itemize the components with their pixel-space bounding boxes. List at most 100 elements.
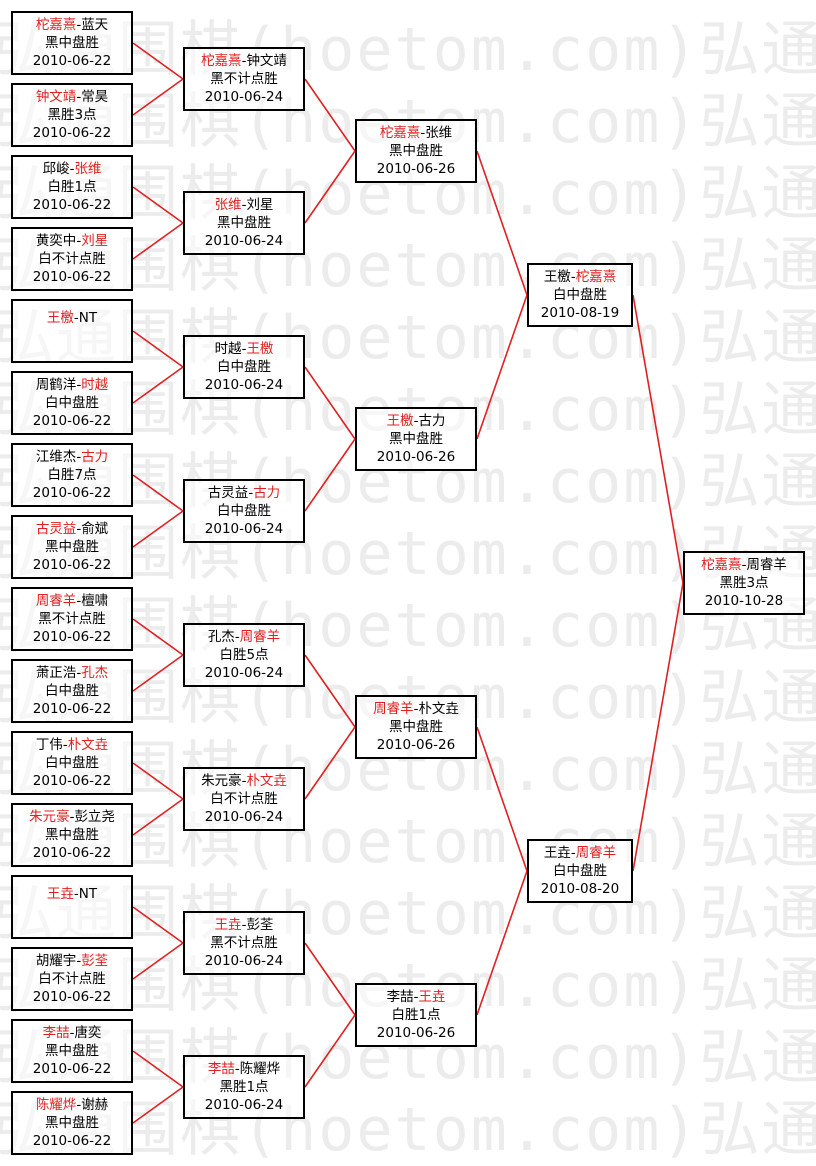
- match-result: 黑胜3点: [719, 575, 769, 591]
- player-2-name: NT: [78, 310, 98, 326]
- match-result: 白中盘胜: [217, 359, 271, 375]
- match-date: 2010-06-22: [32, 701, 112, 717]
- match-date: 2010-06-24: [204, 665, 284, 681]
- player-1-name: 李喆: [207, 1061, 235, 1077]
- match-result: 白中盘胜: [45, 395, 99, 411]
- match-players: 孔杰-周睿羊: [208, 628, 280, 646]
- connector-line: [132, 618, 184, 656]
- match-players: 朱元豪-朴文垚: [201, 772, 287, 790]
- match-players: 黄奕中-刘星: [36, 232, 108, 250]
- player-2-name: 常昊: [81, 89, 109, 105]
- match-result: 黑不计点胜: [38, 611, 106, 627]
- match-result: 白胜1点: [391, 1007, 441, 1023]
- match-date: 2010-06-22: [32, 53, 112, 69]
- match-box: 胡耀宇-彭荃白不计点胜 2010-06-22: [11, 947, 133, 1011]
- player-2-name: 王垚: [418, 989, 446, 1005]
- connector-line: [132, 906, 184, 944]
- match-players: 柁嘉熹-张维: [380, 124, 452, 142]
- player-1-name: 王檄: [386, 413, 414, 429]
- player-2-name: 蓝天: [81, 17, 109, 33]
- player-1-name: 王檄: [46, 310, 74, 326]
- match-players: 李喆-唐奕: [43, 1024, 102, 1042]
- match-date: 2010-10-28: [704, 593, 784, 609]
- match-players: 胡耀宇-彭荃: [36, 952, 108, 970]
- player-1-name: 胡耀宇: [35, 953, 77, 969]
- match-result: 白中盘胜: [45, 683, 99, 699]
- match-players: 王檄-柁嘉熹: [544, 268, 616, 286]
- match-players: 萧正浩-孔杰: [36, 664, 108, 682]
- match-date: 2010-06-24: [204, 89, 284, 105]
- versus-dash: -: [73, 886, 79, 902]
- match-players: 朱元豪-彭立尧: [29, 808, 115, 826]
- versus-dash: -: [76, 377, 82, 393]
- versus-dash: -: [62, 737, 68, 753]
- player-2-name: 孔杰: [81, 665, 109, 681]
- match-date: 2010-06-24: [204, 233, 284, 249]
- connector-line: [132, 510, 184, 548]
- player-1-name: 丁伟: [35, 737, 63, 753]
- match-result: 黑中盘胜: [45, 539, 99, 555]
- match-box: 萧正浩-孔杰白中盘胜 2010-06-22: [11, 659, 133, 723]
- versus-dash: -: [76, 1097, 82, 1113]
- match-players: 钟文靖-常昊: [36, 88, 108, 106]
- match-date: 2010-06-24: [204, 1097, 284, 1113]
- match-result: 黑中盘胜: [389, 719, 443, 735]
- match-result: 白不计点胜: [38, 971, 106, 987]
- player-2-name: 谢赫: [81, 1097, 109, 1113]
- player-1-name: 时越: [214, 341, 242, 357]
- player-2-name: 唐奕: [74, 1025, 102, 1041]
- connector-line: [132, 330, 184, 368]
- player-1-name: 周睿羊: [35, 593, 77, 609]
- versus-dash: -: [234, 629, 240, 645]
- connector-line: [304, 150, 356, 224]
- versus-dash: -: [76, 593, 82, 609]
- versus-dash: -: [234, 1061, 240, 1077]
- match-players: 王檄-NT: [47, 309, 97, 327]
- versus-dash: -: [413, 989, 419, 1005]
- player-2-name: 彭立尧: [74, 809, 115, 825]
- match-date: 2010-06-26: [376, 161, 456, 177]
- versus-dash: -: [241, 917, 247, 933]
- match-players: 王垚-NT: [47, 885, 97, 903]
- player-2-name: 周睿羊: [746, 557, 787, 573]
- match-box: 王檄-NT: [11, 299, 133, 363]
- match-result: 白中盘胜: [553, 863, 607, 879]
- player-1-name: 孔杰: [207, 629, 235, 645]
- player-2-name: 陈耀烨: [239, 1061, 281, 1077]
- match-players: 柁嘉熹-蓝天: [36, 16, 108, 34]
- match-result: 白不计点胜: [210, 791, 278, 807]
- match-players: 柁嘉熹-钟文靖: [201, 52, 287, 70]
- player-2-name: 古力: [253, 485, 281, 501]
- player-2-name: 朴文垚: [246, 773, 287, 789]
- match-result: 黑中盘胜: [45, 827, 99, 843]
- match-players: 李喆-王垚: [387, 988, 446, 1006]
- versus-dash: -: [241, 341, 247, 357]
- versus-dash: -: [570, 845, 576, 861]
- match-date: 2010-06-22: [32, 269, 112, 285]
- player-1-name: 周鹤洋: [35, 377, 77, 393]
- match-date: 2010-06-26: [376, 737, 456, 753]
- match-date: 2010-06-24: [204, 521, 284, 537]
- match-date: 2010-06-22: [32, 125, 112, 141]
- match-date: 2010-08-19: [540, 305, 620, 321]
- player-1-name: 邱峻: [42, 161, 70, 177]
- connector-line: [132, 1086, 184, 1124]
- match-players: 王垚-彭荃: [215, 916, 274, 934]
- player-1-name: 古灵益: [35, 521, 77, 537]
- versus-dash: -: [73, 310, 79, 326]
- player-1-name: 王垚: [543, 845, 571, 861]
- match-players: 古灵益-俞斌: [36, 520, 108, 538]
- versus-dash: -: [69, 809, 75, 825]
- match-date: 2010-06-22: [32, 989, 112, 1005]
- player-1-name: 王垚: [46, 886, 74, 902]
- player-1-name: 王垚: [214, 917, 242, 933]
- match-result: 黑中盘胜: [389, 143, 443, 159]
- player-1-name: 李喆: [42, 1025, 70, 1041]
- match-players: 江维杰-古力: [36, 448, 108, 466]
